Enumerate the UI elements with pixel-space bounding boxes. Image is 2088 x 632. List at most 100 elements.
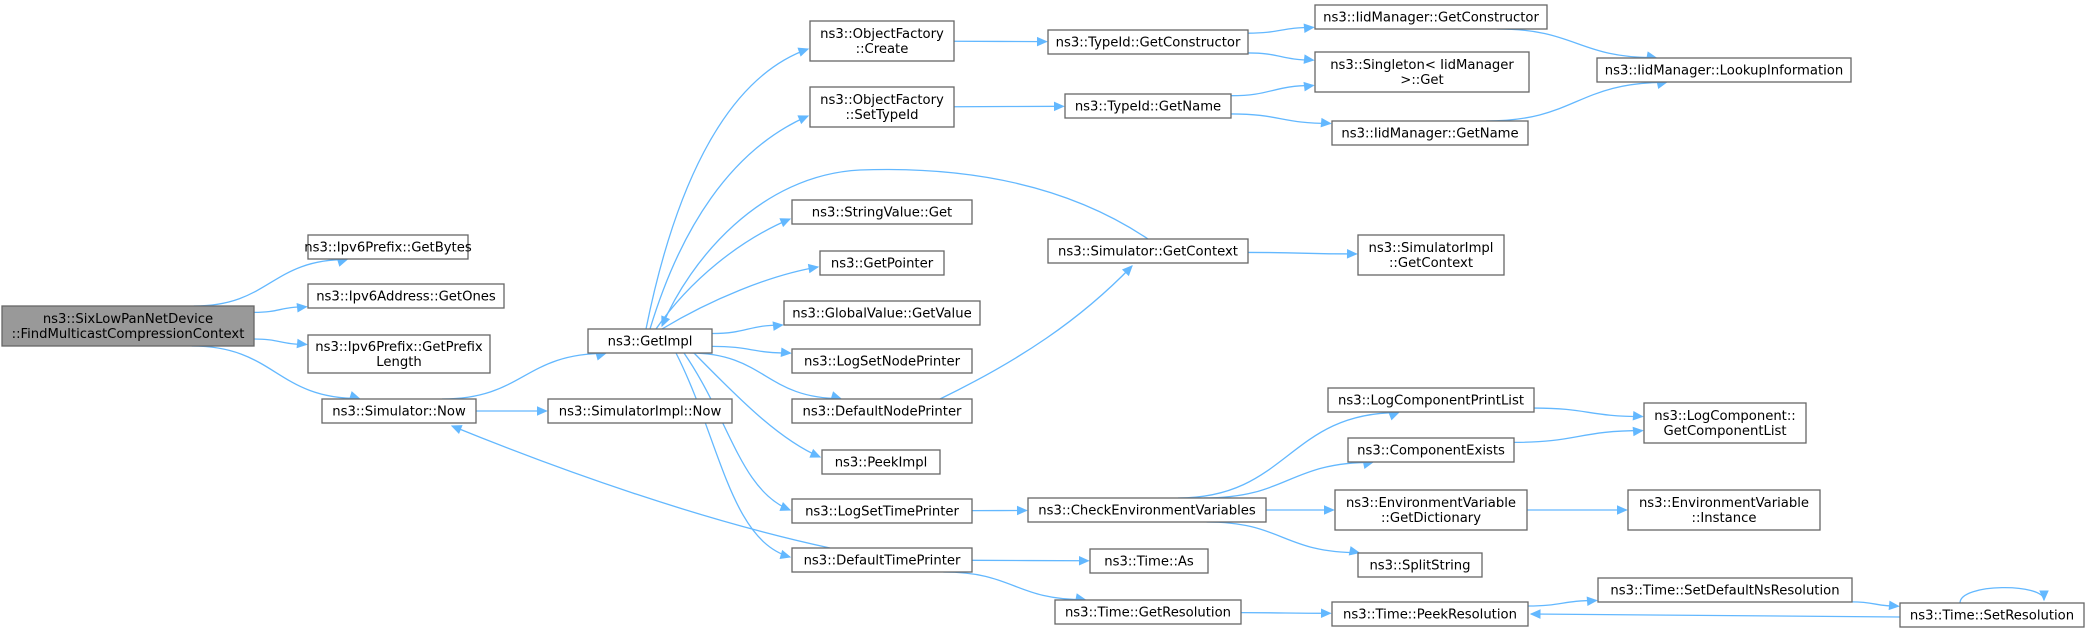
node-label-line: ns3::TypeId::GetConstructor: [1056, 36, 1241, 51]
node-GetImpl[interactable]: ns3::GetImpl: [587, 328, 713, 354]
edge-GetImpl-to-DefaultNodePrinter: [689, 352, 841, 400]
node-label-line: ns3::Ipv6Prefix::GetBytes: [304, 241, 472, 256]
edge-arrowhead: [296, 303, 308, 313]
node-DefaultNodePrinter[interactable]: ns3::DefaultNodePrinter: [791, 398, 973, 424]
node-ObjectFactory_SetTypeId[interactable]: ns3::ObjectFactory::SetTypeId: [809, 86, 955, 128]
edge-GetImpl-to-GlobalValue_GetValue: [711, 324, 783, 335]
node-Time_GetResolution[interactable]: ns3::Time::GetResolution: [1054, 599, 1242, 625]
node-label-line: ns3::IidManager::GetConstructor: [1323, 11, 1539, 26]
node-box: [547, 398, 733, 424]
edge-TypeId_GetConstructor-to-IidManager_GetConstructor: [1247, 26, 1314, 34]
node-DefaultTimePrinter[interactable]: ns3::DefaultTimePrinter: [791, 547, 973, 573]
edge-Time_SetResolution-to-Time_SetResolution: [1959, 586, 2045, 604]
edge-arrowhead: [1529, 609, 1541, 619]
node-TypeId_GetConstructor[interactable]: ns3::TypeId::GetConstructor: [1047, 29, 1249, 55]
node-label-line: ns3::Time::PeekResolution: [1343, 608, 1517, 623]
node-CheckEnvironmentVariables[interactable]: ns3::CheckEnvironmentVariables: [1027, 497, 1267, 523]
edge-arrowhead: [1053, 101, 1065, 112]
node-FindMulticastCompressionContext[interactable]: ns3::SixLowPanNetDevice::FindMulticastCo…: [1, 305, 255, 347]
node-label-line: ns3::GetPointer: [831, 257, 934, 272]
node-Simulator_Now[interactable]: ns3::Simulator::Now: [321, 398, 477, 424]
node-Time_SetDefaultNsResolution[interactable]: ns3::Time::SetDefaultNsResolution: [1597, 577, 1853, 603]
node-label-line: ns3::Ipv6Prefix::GetPrefix: [315, 340, 483, 355]
node-PeekImpl[interactable]: ns3::PeekImpl: [821, 449, 941, 475]
node-ComponentExists[interactable]: ns3::ComponentExists: [1347, 437, 1515, 463]
node-label-line: ns3::SplitString: [1369, 559, 1470, 574]
node-box: [1357, 234, 1505, 276]
node-IidManager_GetName[interactable]: ns3::IidManager::GetName: [1331, 120, 1529, 146]
edge-arrowhead: [1586, 596, 1598, 606]
node-LogComponentPrintList[interactable]: ns3::LogComponentPrintList: [1327, 387, 1535, 413]
node-LogSetTimePrinter[interactable]: ns3::LogSetTimePrinter: [791, 498, 973, 524]
edge-arrowhead: [1078, 555, 1090, 566]
node-IidManager_GetConstructor[interactable]: ns3::IidManager::GetConstructor: [1314, 4, 1548, 30]
edges-layer: [191, 23, 2049, 619]
node-label-line: ns3::EnvironmentVariable: [1346, 496, 1516, 511]
node-box: [791, 547, 973, 573]
node-Time_SetResolution[interactable]: ns3::Time::SetResolution: [1899, 602, 2085, 628]
node-box: [1596, 57, 1852, 83]
node-Singleton_Get[interactable]: ns3::Singleton< IidManager>::Get: [1314, 51, 1530, 93]
node-SimulatorImpl_GetContext[interactable]: ns3::SimulatorImpl::GetContext: [1357, 234, 1505, 276]
edge-Simulator_GetContext-to-GetImpl: [661, 168, 1149, 327]
node-LogComponent_GetComponentList[interactable]: ns3::LogComponent::GetComponentList: [1643, 402, 1807, 444]
node-label-line: ns3::DefaultNodePrinter: [803, 405, 963, 420]
node-label-line: ns3::TypeId::GetName: [1075, 100, 1221, 115]
edge-IidManager_GetConstructor-to-IidManager_LookupInformation: [1497, 28, 1657, 59]
edge-arrowhead: [296, 338, 308, 349]
node-SplitString[interactable]: ns3::SplitString: [1357, 552, 1483, 578]
node-EnvironmentVariable_GetDictionary[interactable]: ns3::EnvironmentVariable::GetDictionary: [1334, 489, 1528, 531]
edge-GetImpl-to-DefaultTimePrinter: [675, 352, 791, 558]
node-label-line: ns3::GetImpl: [608, 335, 693, 350]
node-ObjectFactory_Create[interactable]: ns3::ObjectFactory::Create: [809, 20, 955, 62]
node-Time_PeekResolution[interactable]: ns3::Time::PeekResolution: [1331, 601, 1529, 627]
node-StringValue_Get[interactable]: ns3::StringValue::Get: [791, 199, 973, 225]
node-EnvironmentVariable_Instance[interactable]: ns3::EnvironmentVariable::Instance: [1627, 489, 1821, 531]
node-box: [1627, 489, 1821, 531]
node-box: [1347, 437, 1515, 463]
edge-CheckEnvironmentVariables-to-LogComponentPrintList: [1177, 411, 1399, 499]
node-label-line: ns3::ComponentExists: [1357, 444, 1505, 459]
edge-arrowhead: [661, 315, 671, 328]
node-Time_As[interactable]: ns3::Time::As: [1089, 548, 1209, 574]
node-Simulator_GetContext[interactable]: ns3::Simulator::GetContext: [1047, 238, 1249, 264]
node-box: [1089, 548, 1209, 574]
edge-arrowhead: [1346, 249, 1358, 259]
node-LogSetNodePrinter[interactable]: ns3::LogSetNodePrinter: [791, 348, 973, 374]
node-box: [809, 86, 955, 128]
edge-FindMulticastCompressionContext-to-Ipv6Prefix_GetBytes: [193, 258, 348, 307]
edge-arrowhead: [797, 115, 810, 125]
edge-arrowhead: [1303, 54, 1315, 64]
edge-arrowhead: [809, 448, 822, 458]
node-GlobalValue_GetValue[interactable]: ns3::GlobalValue::GetValue: [783, 300, 981, 326]
edge-arrowhead: [1324, 505, 1335, 515]
edge-GetImpl-to-PeekImpl: [693, 352, 821, 458]
node-SimulatorImpl_Now[interactable]: ns3::SimulatorImpl::Now: [547, 398, 733, 424]
node-label-line: ::GetDictionary: [1381, 511, 1481, 526]
edge-LogComponentPrintList-to-LogComponent_GetComponentList: [1533, 407, 1643, 418]
node-GetPointer[interactable]: ns3::GetPointer: [819, 250, 945, 276]
node-box: [1314, 4, 1548, 30]
edge-Time_GetResolution-to-Time_PeekResolution: [1240, 612, 1331, 614]
edge-DefaultTimePrinter-to-Simulator_Now: [451, 425, 831, 549]
node-Ipv6Prefix_GetBytes[interactable]: ns3::Ipv6Prefix::GetBytes: [304, 234, 472, 260]
node-label-line: ns3::SimulatorImpl::Now: [559, 405, 722, 420]
edge-Simulator_Now-to-GetImpl: [442, 352, 606, 400]
edge-arrowhead: [797, 47, 810, 57]
edge-arrowhead: [2039, 590, 2049, 602]
edge-arrowhead: [1388, 411, 1400, 421]
edge-arrowhead: [780, 347, 792, 358]
node-box: [1331, 601, 1529, 627]
edge-arrowhead: [1303, 23, 1315, 33]
node-label-line: ns3::Singleton< IidManager: [1330, 58, 1514, 73]
node-label-line: ::Create: [856, 42, 909, 57]
node-IidManager_LookupInformation[interactable]: ns3::IidManager::LookupInformation: [1596, 57, 1852, 83]
node-box: [809, 20, 955, 62]
node-box: [1, 305, 255, 347]
node-TypeId_GetName[interactable]: ns3::TypeId::GetName: [1064, 93, 1232, 119]
node-Ipv6Address_GetOnes[interactable]: ns3::Ipv6Address::GetOnes: [307, 283, 505, 309]
edge-GetImpl-to-LogSetNodePrinter: [711, 345, 791, 354]
edge-arrowhead: [1303, 81, 1315, 92]
